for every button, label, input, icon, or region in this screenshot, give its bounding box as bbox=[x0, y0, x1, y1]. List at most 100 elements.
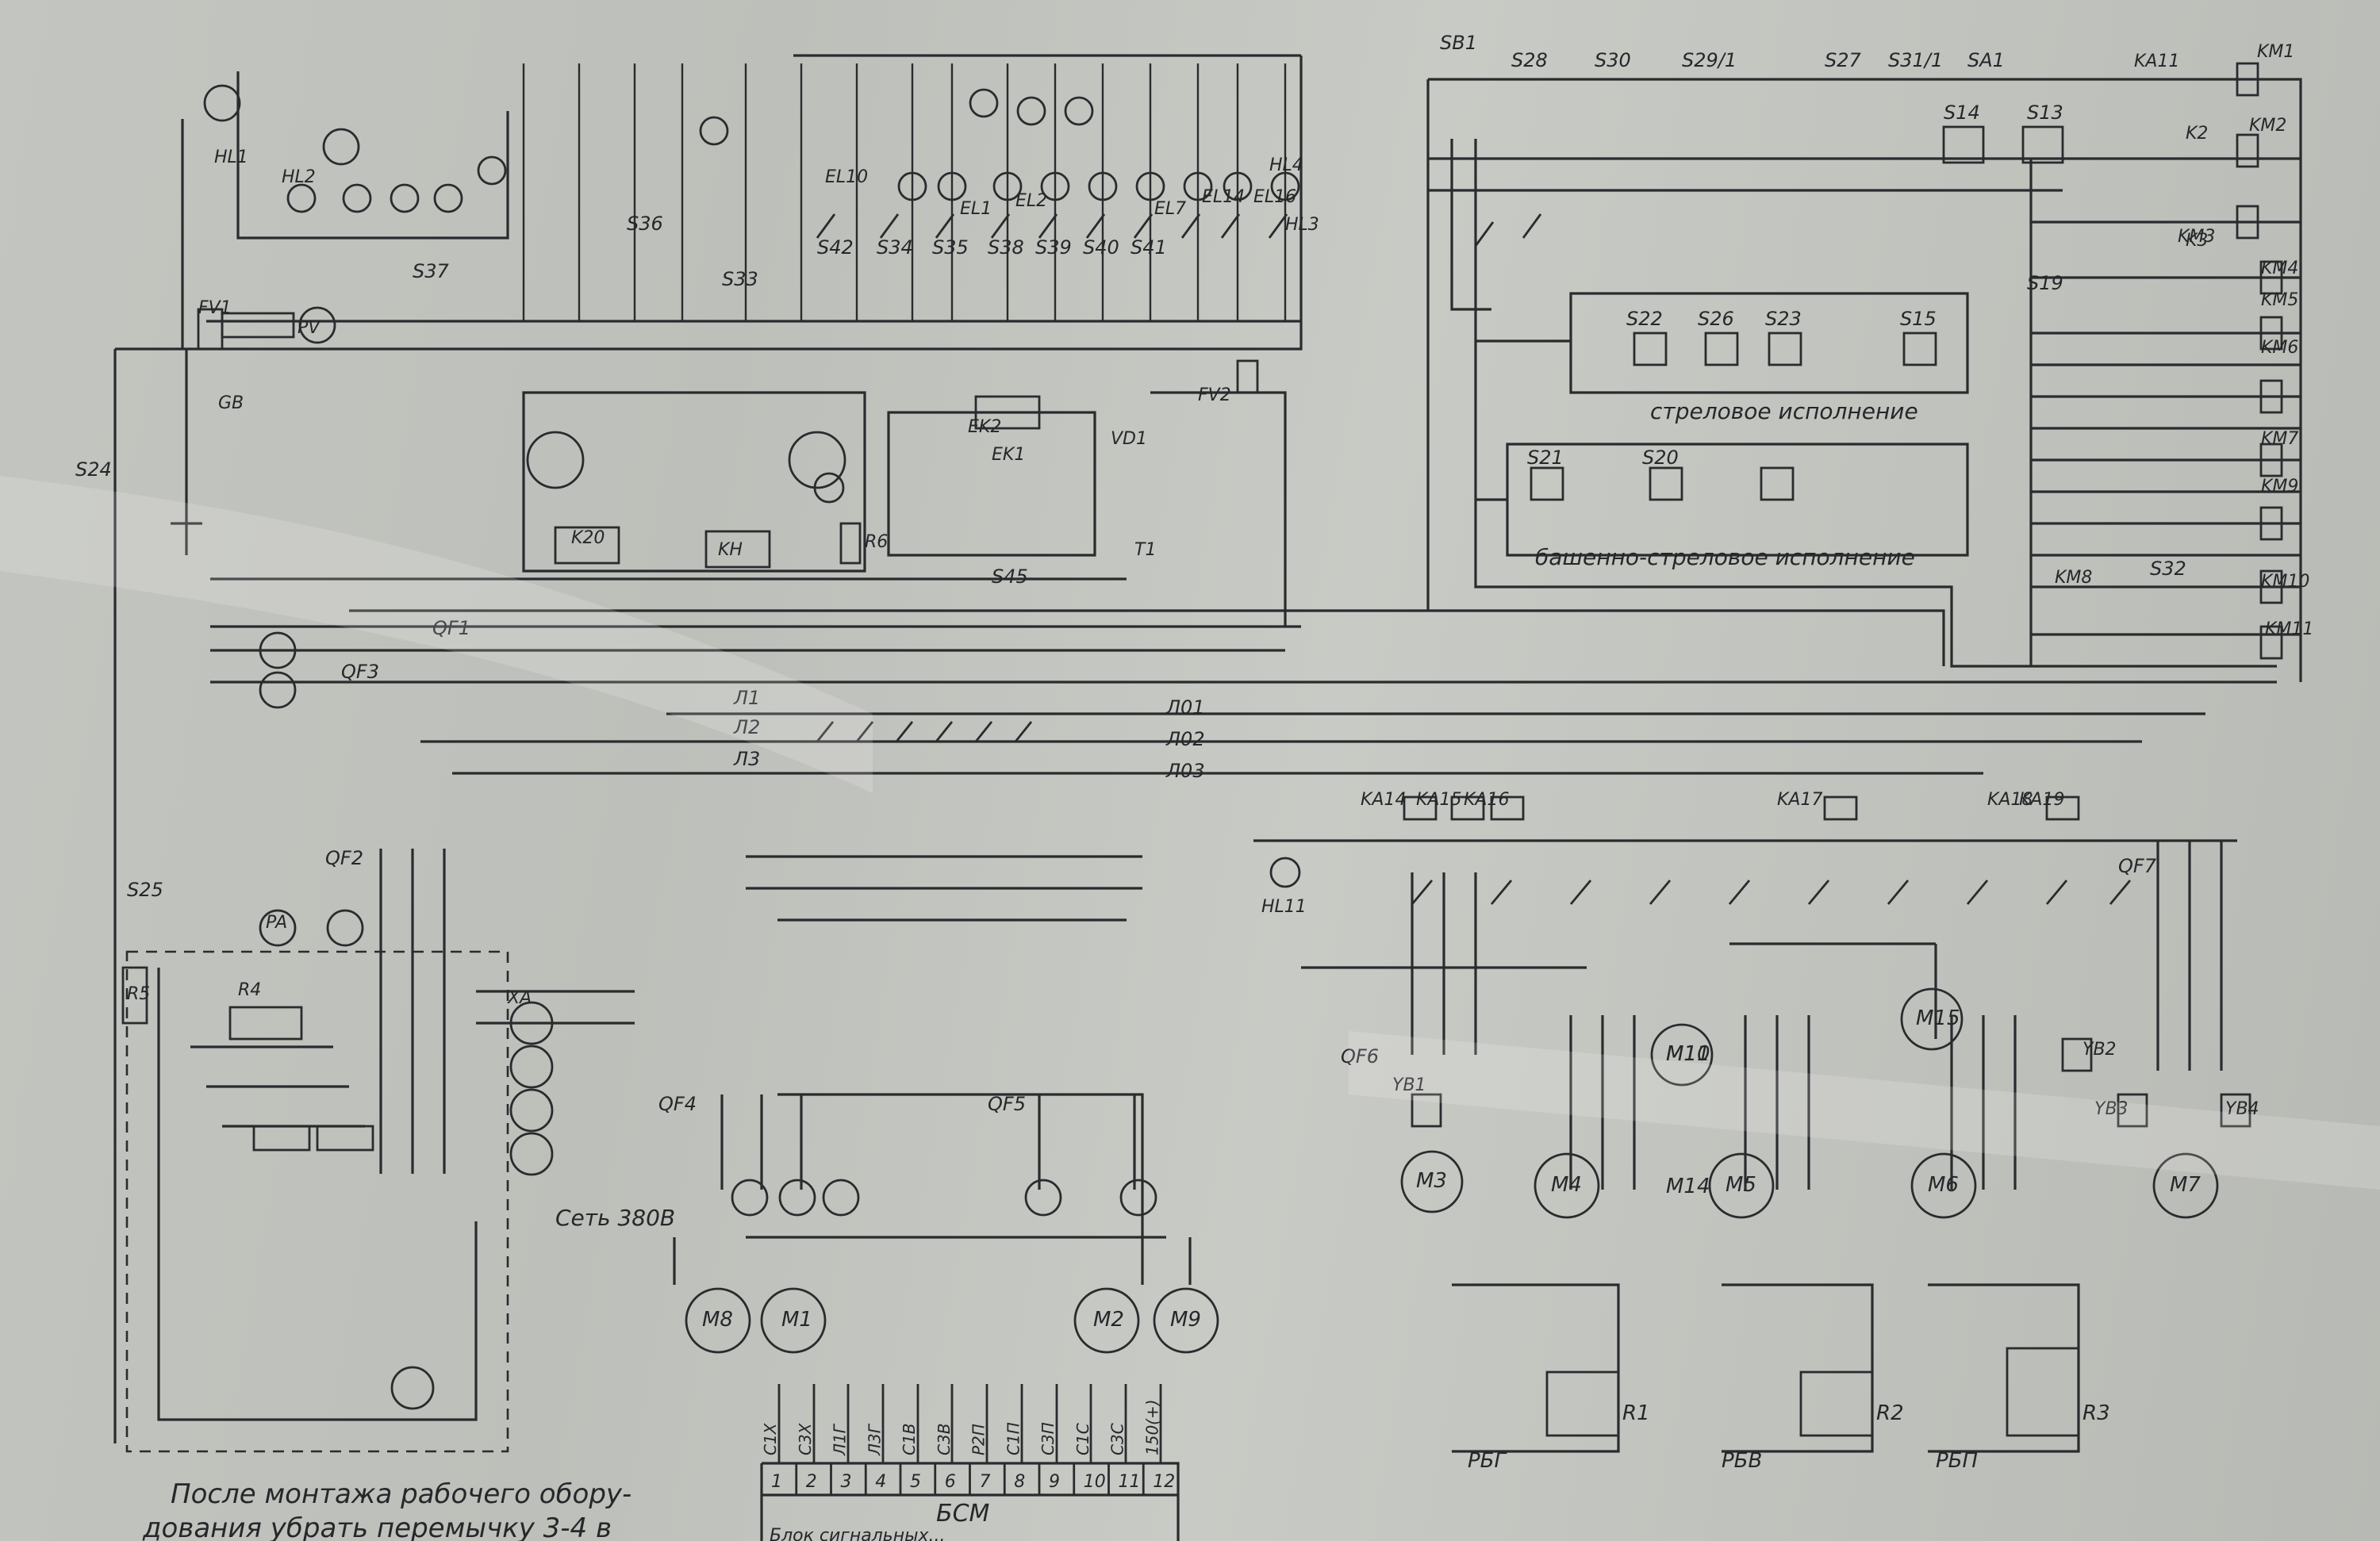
breaker-qf6: QF6 bbox=[1341, 1045, 1379, 1068]
switch-s31-1: S31/1 bbox=[1888, 49, 1943, 71]
bsm-top-label-7: Р2П bbox=[969, 1424, 988, 1455]
switch-s22: S22 bbox=[1626, 308, 1663, 330]
bus-label-3: Л3 bbox=[733, 748, 760, 770]
relay-ka16: KA16 bbox=[1464, 790, 1509, 810]
relay-km2: KM2 bbox=[2249, 116, 2286, 136]
switch-sb1: SB1 bbox=[1440, 32, 1477, 54]
bsm-terminal-7: 7 bbox=[980, 1472, 991, 1492]
switch-s25: S25 bbox=[127, 879, 163, 901]
breaker-qf4: QF4 bbox=[658, 1093, 697, 1115]
part-xa: XA bbox=[507, 988, 532, 1008]
bsm-terminal-strip bbox=[777, 1384, 1162, 1495]
switch-s24: S24 bbox=[75, 458, 112, 481]
lamp-el16: EL16 bbox=[1253, 187, 1296, 207]
bsm-terminal-4: 4 bbox=[875, 1472, 886, 1492]
switch-s37: S37 bbox=[413, 260, 450, 282]
motor-m15: M15 bbox=[1916, 1006, 1960, 1030]
motor-m3: M3 bbox=[1416, 1169, 1447, 1193]
relay-coils bbox=[554, 62, 2283, 1128]
switch-s40: S40 bbox=[1083, 236, 1119, 259]
relay-km1: KM1 bbox=[2257, 42, 2294, 62]
motor-m11: M11 bbox=[1666, 1042, 1710, 1066]
bus-label-6: Л03 bbox=[1165, 760, 1205, 782]
resistor-group-6: R3 bbox=[2082, 1401, 2110, 1425]
bsm-terminal-6: 6 bbox=[945, 1472, 956, 1492]
part-k20: K20 bbox=[571, 528, 605, 548]
bsm-terminal-5: 5 bbox=[910, 1472, 921, 1492]
switch-s35: S35 bbox=[932, 236, 969, 259]
relay-ka15: KA15 bbox=[1416, 790, 1461, 810]
resistor-group-5: R2 bbox=[1876, 1401, 1904, 1425]
part-pa: PA bbox=[266, 913, 287, 933]
bus-label-4: Л01 bbox=[1165, 696, 1205, 719]
note-line-2: дования убрать перемычку 3-4 в bbox=[142, 1512, 612, 1541]
switch-s26: S26 bbox=[1698, 308, 1734, 330]
switch-s28: S28 bbox=[1511, 49, 1548, 71]
switch-s13: S13 bbox=[2027, 102, 2063, 124]
switch-sa1: SA1 bbox=[1967, 49, 2005, 71]
lamp-hl11: HL11 bbox=[1261, 897, 1307, 917]
motors bbox=[390, 431, 2219, 1410]
note-line-1: После монтажа рабочего обору- bbox=[171, 1478, 631, 1510]
switch-s33: S33 bbox=[722, 268, 758, 290]
switch-s20: S20 bbox=[1642, 447, 1679, 469]
lamp-el1: EL1 bbox=[960, 199, 992, 219]
motor-m6: M6 bbox=[1928, 1173, 1959, 1197]
bus-label-1: Л1 bbox=[733, 687, 760, 709]
part-vd1: VD1 bbox=[1111, 429, 1147, 449]
resistor-group-4: R1 bbox=[1622, 1401, 1650, 1425]
network-caption: Сеть 380В bbox=[555, 1205, 675, 1231]
motor-m10: M10 bbox=[1666, 1042, 1710, 1066]
bsm-top-label-2: C3X bbox=[796, 1422, 815, 1455]
resistor-group-1: РБГ bbox=[1468, 1449, 1508, 1473]
part-yb1: YB1 bbox=[1392, 1075, 1426, 1095]
part-yb3: YB3 bbox=[2094, 1099, 2129, 1119]
part-fv2: FV2 bbox=[1198, 385, 1231, 405]
resistor-blocks bbox=[121, 308, 2080, 1437]
switch-contacts bbox=[816, 213, 2132, 905]
motor-m9: M9 bbox=[1170, 1308, 1201, 1332]
bsm-terminal-2: 2 bbox=[806, 1472, 817, 1492]
motor-m2: M2 bbox=[1093, 1308, 1124, 1332]
part-ek2: EK2 bbox=[968, 417, 1001, 437]
relay-kh: KH bbox=[718, 540, 743, 560]
bus-label-2: Л2 bbox=[733, 716, 760, 738]
bsm-top-label-5: C1В bbox=[900, 1424, 919, 1455]
relay-km7: KM7 bbox=[2261, 429, 2298, 449]
lamp-row bbox=[203, 84, 1301, 947]
relay-ka18: KA18 bbox=[1987, 790, 2033, 810]
switch-s30: S30 bbox=[1595, 49, 1631, 71]
breaker-qf5: QF5 bbox=[988, 1093, 1026, 1115]
bsm-top-label-9: C3П bbox=[1038, 1422, 1058, 1455]
relay-km4: KM4 bbox=[2261, 259, 2298, 278]
bsm-terminal-3: 3 bbox=[841, 1472, 852, 1492]
motor-m14: M14 bbox=[1666, 1175, 1710, 1198]
bsm-terminal-11: 11 bbox=[1119, 1472, 1141, 1492]
boom-caption: стреловое исполнение bbox=[1650, 398, 1918, 424]
switch-s21: S21 bbox=[1527, 447, 1564, 469]
lamp-hl2: HL2 bbox=[282, 167, 316, 187]
lamp-hl1: HL1 bbox=[214, 148, 248, 167]
switch-s45: S45 bbox=[992, 565, 1028, 588]
wiring-lines bbox=[113, 54, 2302, 1541]
tower-boom-caption: башенно-стреловое исполнение bbox=[1535, 544, 1915, 570]
bsm-terminal-8: 8 bbox=[1014, 1472, 1025, 1492]
relay-km3: KM3 bbox=[2178, 227, 2215, 247]
part-yb4: YB4 bbox=[2225, 1099, 2259, 1119]
switch-s27: S27 bbox=[1825, 49, 1862, 71]
bsm-caption: Блок сигнальных... bbox=[770, 1526, 946, 1541]
relay-km11: KM11 bbox=[2265, 619, 2313, 639]
bsm-top-label-1: C1X bbox=[761, 1422, 780, 1455]
bsm-terminal-10: 10 bbox=[1084, 1472, 1106, 1492]
bsm-top-label-11: C3C bbox=[1108, 1423, 1127, 1455]
relay-km8: KM8 bbox=[2055, 568, 2092, 588]
motor-m7: M7 bbox=[2170, 1173, 2201, 1197]
relay-ka11: KA11 bbox=[2134, 52, 2179, 71]
bsm-top-label-8: C1П bbox=[1004, 1422, 1023, 1455]
switch-s14: S14 bbox=[1944, 102, 1980, 124]
relay-km9: KM9 bbox=[2261, 477, 2298, 496]
motor-m5: M5 bbox=[1726, 1173, 1756, 1197]
motor-m8: M8 bbox=[702, 1308, 733, 1332]
